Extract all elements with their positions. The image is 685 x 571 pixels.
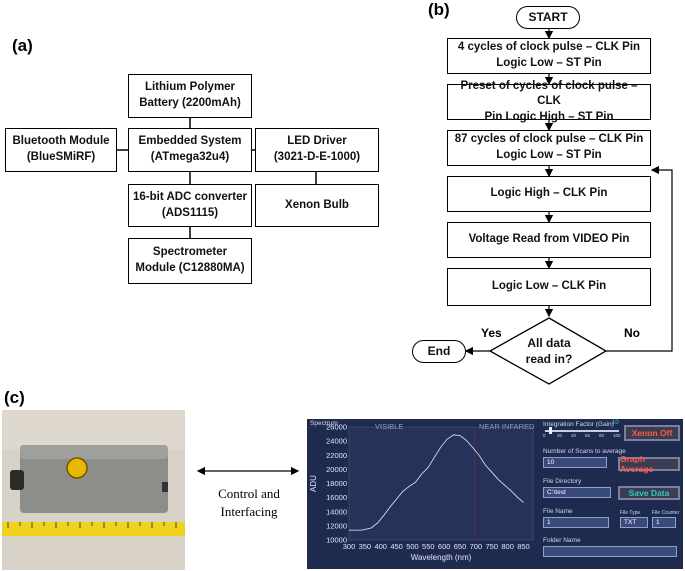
file-name-input[interactable]: 1: [543, 517, 609, 528]
flow-step-6: Logic Low – CLK Pin: [447, 268, 651, 306]
save-data-button[interactable]: Save Data: [618, 486, 680, 500]
arrow-no-loop: [606, 165, 673, 352]
y-tick-label: 20000: [326, 465, 347, 474]
decision-diamond: [488, 317, 608, 385]
bluetooth-block: Bluetooth Module (BlueSMiRF): [5, 128, 117, 172]
file-counter-label: File Counter: [652, 510, 680, 516]
adc-block: 16-bit ADC converter (ADS1115): [128, 184, 252, 227]
file-counter-input[interactable]: 1: [652, 517, 676, 528]
spectrum-chart: 10000 12000 14000 16000 18000 20000 22000 24000…: [309, 423, 534, 562]
x-tick-label: 850: [517, 542, 530, 551]
x-tick-label: 700: [470, 542, 483, 551]
x-tick-label: 300: [343, 542, 356, 551]
folder-label: Folder Name: [543, 537, 581, 544]
x-tick-label: 450: [390, 542, 403, 551]
x-tick-label: 500: [406, 542, 419, 551]
slider-tick-label: 40: [571, 433, 577, 438]
spectrum-label: Spectrum: [310, 420, 338, 427]
file-type-select[interactable]: TXT: [620, 517, 648, 528]
directory-input[interactable]: C:\test: [543, 487, 611, 498]
y-tick-label: 22000: [326, 451, 347, 460]
scans-label: Number of Scans to average: [543, 448, 626, 455]
y-tick-label: 18000: [326, 479, 347, 488]
flow-step-3: 87 cycles of clock pulse – CLK Pin Logic…: [447, 130, 651, 166]
y-tick-label: 12000: [326, 521, 347, 530]
spectrum-line: [349, 434, 524, 531]
x-tick-label: 600: [438, 542, 451, 551]
panel-label-c: (c): [4, 388, 25, 407]
graph-average-button[interactable]: Graph Average: [618, 454, 680, 474]
device-photo: [2, 410, 185, 570]
flow-decision-text: All data read in?: [525, 335, 573, 366]
y-tick-label: 10000: [326, 536, 347, 545]
y-tick-label: 14000: [326, 507, 347, 516]
panel-label-a: (a): [12, 36, 33, 55]
y-tick-label: 24000: [326, 437, 347, 446]
flow-end: End: [412, 340, 466, 363]
y-axis-label: ADU: [309, 475, 318, 492]
slider-tick-label: 60: [585, 433, 591, 438]
x-axis-label: Wavelength (nm): [411, 553, 472, 562]
flow-step-5: Voltage Read from VIDEO Pin: [447, 222, 651, 258]
y-tick-label: 16000: [326, 493, 347, 502]
x-tick-label: 350: [359, 542, 372, 551]
slider-tick-label: 80: [599, 433, 605, 438]
flow-step-1: 4 cycles of clock pulse – CLK Pin Logic …: [447, 38, 651, 74]
visible-region-label: VISIBLE: [375, 422, 404, 431]
xenon-off-button[interactable]: Xenon Off: [624, 425, 680, 441]
folder-input[interactable]: [543, 546, 677, 557]
plot-area: [348, 426, 534, 541]
panel-label-b: (b): [428, 0, 450, 19]
file-type-label: File Type: [620, 510, 641, 516]
integration-label: Integration Factor (Gain): [543, 421, 614, 428]
nir-region-label: NEAR INFARED: [479, 422, 535, 431]
spectrometer-block: Spectrometer Module (C12880MA): [128, 238, 252, 284]
battery-block: Lithium Polymer Battery (2200mAh): [128, 74, 252, 118]
slider-tick-label: 20: [557, 433, 563, 438]
embedded-system-block: Embedded System (ATmega32u4): [128, 128, 252, 172]
x-tick-label: 650: [454, 542, 467, 551]
integration-slider-track[interactable]: [545, 430, 619, 432]
flow-yes-label: Yes: [481, 326, 502, 340]
file-name-label: File Name: [543, 508, 573, 515]
led-driver-block: LED Driver (3021-D-E-1000): [255, 128, 379, 172]
slider-ticks: 0 20 40 60 80 100: [543, 433, 623, 439]
y-tick-label: 26000: [326, 423, 347, 432]
directory-label: File Directory: [543, 478, 582, 485]
integration-slider-thumb[interactable]: [549, 427, 552, 434]
flow-no-label: No: [624, 326, 640, 340]
flow-start: START: [516, 6, 580, 29]
x-tick-label: 400: [374, 542, 387, 551]
x-tick-label: 550: [422, 542, 435, 551]
slider-tick-label: 100: [613, 433, 621, 438]
slider-tick-label: 0: [543, 433, 546, 438]
x-tick-label: 750: [486, 542, 499, 551]
flow-step-2: Preset of cycles of clock pulse – CLK Pi…: [447, 80, 651, 123]
xenon-bulb-block: Xenon Bulb: [255, 184, 379, 227]
flow-step-4: Logic High – CLK Pin: [447, 176, 651, 212]
control-interfacing-label: Control and Interfacing: [218, 486, 280, 519]
scans-input[interactable]: 10: [543, 457, 607, 468]
x-tick-label: 800: [501, 542, 514, 551]
integration-value: 10: [612, 420, 619, 426]
